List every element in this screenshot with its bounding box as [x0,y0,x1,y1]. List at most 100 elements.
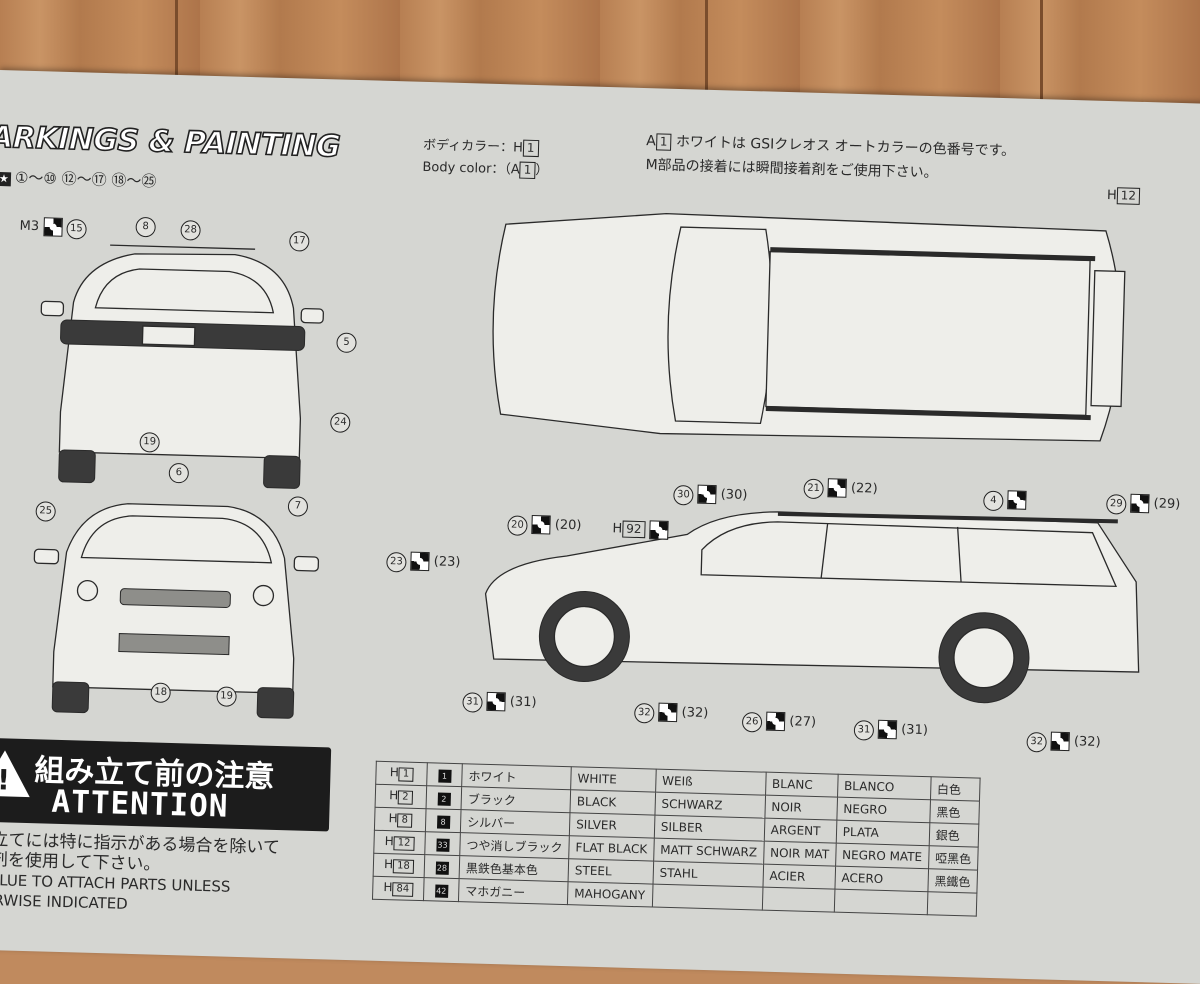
callout-24: 24 [330,409,351,433]
color-code-box: 1 [519,161,536,179]
color-name-en: STEEL [568,858,654,885]
color-name-zh: 啞黑色 [928,845,978,871]
license-plate [141,325,196,347]
mirror-left [33,548,60,565]
rear-tire-right [263,455,301,489]
color-name-jp: ブラック [461,786,571,813]
callout-8: 8 [135,214,156,238]
color-name-de: SCHWARZ [654,792,766,819]
color-name-fr: BLANC [765,772,838,798]
color-name-zh: 黑鐵色 [927,868,978,894]
b-pillar [820,523,829,579]
color-name-de: MATT SCHWARZ [653,838,764,865]
grille [119,588,231,609]
c-pillar [956,526,962,583]
note-line-2: M部品の接着には瞬間接着剤をご使用下さい。 [645,157,938,182]
exclamation-icon: ! [0,763,11,797]
mirror-right [293,555,320,572]
callout-6: 6 [168,460,190,484]
roof-panel [765,250,1091,417]
callout-30: 30 (30) [673,484,748,507]
callout-m3: M3 15 [19,217,87,240]
callout-4: 4 [983,490,1027,512]
attention-banner: ! 組み立て前の注意 ATTENTION [0,737,332,832]
windshield-top [667,226,773,425]
attention-en: ATTENTION [51,783,230,825]
color-name-fr: NOIR MAT [763,841,836,867]
color-name-jp: 黒鉄色基本色 [459,855,569,882]
callout-28: 28 [180,217,201,241]
color-chip-cell: 33 [424,831,461,856]
color-name-es: NEGRO [836,797,931,823]
section-title: ARKINGS & PAINTING [0,119,341,165]
color-name-zh: 銀色 [928,822,979,848]
color-name-zh: 黑色 [929,799,980,825]
front-rim [553,605,616,668]
color-code-box: 1 [522,139,539,158]
color-name-en: MAHOGANY [567,881,653,908]
callout-17: 17 [289,228,310,252]
color-name-es: PLATA [835,820,930,846]
callout-18: 18 [150,679,171,704]
color-name-jp: シルバー [460,809,571,836]
roof-rail [110,244,256,250]
callout-21: 21 (22) [803,478,878,501]
color-name-en: BLACK [570,789,656,816]
instruction-sheet: ARKINGS & PAINTING ★①～⑩ ⑫～⑰ ⑱～㉕ ボディカラー：H… [0,70,1200,984]
color-chip-cell: 8 [425,808,462,833]
color-name-es: ACERO [834,866,929,892]
side-windows [700,521,1118,588]
color-name-fr: ARGENT [763,818,837,844]
color-chip-cell: 42 [423,877,460,902]
headlight-left [76,579,99,602]
color-name-de: STAHL [652,861,764,888]
callout-25: 25 [35,498,56,522]
callout-7: 7 [287,493,309,517]
callout-31-front: 31 (31) [462,691,537,714]
top-view-drawing [492,213,1126,442]
callout-5: 5 [336,330,357,354]
rear-spoiler [1090,269,1126,408]
color-name-es: NEGRO MATE [835,843,929,869]
color-chip-cell: 28 [424,854,460,879]
roof-rail-top [770,247,1096,262]
roof-rail-side [777,511,1118,524]
color-chip-cell: 2 [426,785,462,810]
color-name-jp: マホガニー [458,878,569,905]
color-name-es [834,889,928,915]
rear-window [94,268,275,314]
front-tire-right [256,687,295,719]
rear-rim [953,627,1015,689]
color-name-de [652,884,763,911]
wood-seam [705,0,708,100]
side-view-drawing [484,511,1140,704]
decal-scope: ★①～⑩ ⑫～⑰ ⑱～㉕ [0,166,157,191]
callout-32-front: 32 (32) [634,702,709,725]
color-name-en: SILVER [569,812,655,839]
color-name-de: WEIß [655,769,766,796]
callout-23: 23 (23) [386,551,461,574]
decal-scope-text: ①～⑩ ⑫～⑰ ⑱～㉕ [14,168,157,191]
color-name-fr: ACIER [762,864,836,890]
mirror-left [40,300,65,317]
callout-19-rear: 19 [139,429,160,453]
callout-32-rear: 32 (32) [1026,731,1101,754]
lower-intake [118,633,230,656]
color-name-de: SILBER [654,815,765,842]
front-view-drawing [33,503,320,719]
callout-19-front: 19 [216,683,237,707]
rear-view-drawing [40,244,324,489]
front-tire-left [51,681,90,714]
wood-seam [175,0,178,100]
attention-notes: み立てには特に指示がある場合を除いて 着剤を使用して下さい。 E GLUE TO… [0,829,281,913]
callout-20: 20 (20) [507,514,582,537]
roof-rail-bottom [765,406,1091,421]
